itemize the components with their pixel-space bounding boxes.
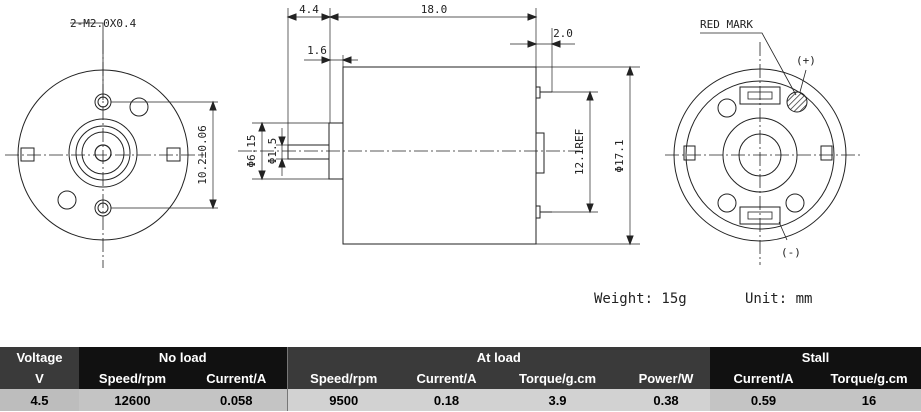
column-header: Power/W bbox=[622, 368, 711, 389]
motor-drawing: 2-M2.0X0.4 10.2±0.06 bbox=[5, 3, 860, 307]
table-cell: 4.5 bbox=[0, 389, 79, 411]
dim-terminal-length: 2.0 bbox=[553, 27, 573, 40]
table-cell: 0.59 bbox=[710, 389, 818, 411]
voltage-group-header: Voltage bbox=[0, 347, 79, 368]
rear-view bbox=[665, 32, 860, 265]
dim-boss-length: 1.6 bbox=[307, 44, 327, 57]
at-load-group-header: At load bbox=[286, 347, 711, 368]
side-rear-cap bbox=[535, 132, 545, 174]
side-view bbox=[238, 8, 640, 246]
side-motor-body bbox=[342, 66, 537, 245]
front-tab-right bbox=[166, 147, 181, 162]
rear-vent-hole bbox=[785, 193, 805, 213]
column-header: Current/A bbox=[400, 368, 494, 389]
column-header: Speed/rpm bbox=[79, 368, 186, 389]
dim-boss-diameter: Φ6.15 bbox=[245, 134, 258, 167]
weight-note: Weight: 15g bbox=[594, 291, 687, 307]
dim-ref: 12.1REF bbox=[573, 129, 586, 175]
unit-note: Unit: mm bbox=[745, 291, 812, 307]
rear-tab-left bbox=[683, 145, 696, 161]
front-vent-hole bbox=[57, 190, 77, 210]
rear-vent-hole bbox=[717, 193, 737, 213]
negative-terminal-label: (-) bbox=[781, 246, 801, 259]
side-shaft bbox=[287, 144, 330, 160]
stall-group-header: Stall bbox=[710, 347, 921, 368]
column-header: Current/A bbox=[710, 368, 818, 389]
front-vent-hole bbox=[129, 97, 149, 117]
rear-tab-right bbox=[820, 145, 833, 161]
dim-body-diameter: Φ17.1 bbox=[613, 139, 626, 172]
rear-body-circle bbox=[673, 68, 847, 242]
hole-spacing-dim: 10.2±0.06 bbox=[196, 125, 209, 185]
table-cell: 12600 bbox=[79, 389, 186, 411]
dim-shaft-diameter: Φ1.5 bbox=[266, 138, 279, 165]
dim-body-length: 18.0 bbox=[421, 3, 448, 16]
hole-callout: 2-M2.0X0.4 bbox=[70, 17, 137, 30]
column-header: Current/A bbox=[186, 368, 288, 389]
column-header: Speed/rpm bbox=[286, 368, 401, 389]
column-header: Torque/g.cm bbox=[817, 368, 921, 389]
table-cell: 0.18 bbox=[400, 389, 494, 411]
voltage-unit-header: V bbox=[0, 368, 79, 389]
front-view bbox=[5, 22, 218, 268]
rear-terminal-bottom bbox=[739, 206, 781, 225]
front-tab-left bbox=[20, 147, 35, 162]
front-boss bbox=[68, 118, 138, 188]
rear-end-cap bbox=[685, 80, 835, 230]
red-mark-label: RED MARK bbox=[700, 18, 753, 31]
rear-terminal-top bbox=[739, 86, 781, 105]
rear-vent-hole bbox=[717, 98, 737, 118]
side-terminal-bottom bbox=[536, 205, 541, 219]
table-cell: 3.9 bbox=[493, 389, 623, 411]
table-cell: 9500 bbox=[286, 389, 401, 411]
front-shaft bbox=[94, 144, 112, 162]
red-mark-dot bbox=[786, 91, 808, 113]
side-terminal-top bbox=[536, 86, 541, 99]
motor-spec-table: Voltage No load At load Stall V Speed/rp… bbox=[0, 347, 921, 411]
table-cell: 0.058 bbox=[186, 389, 288, 411]
positive-terminal-label: (+) bbox=[796, 54, 816, 67]
table-cell: 16 bbox=[817, 389, 921, 411]
dim-shaft-extension: 4.4 bbox=[299, 3, 319, 16]
table-cell: 0.38 bbox=[622, 389, 711, 411]
table-row: 4.5 12600 0.058 9500 0.18 3.9 0.38 0.59 … bbox=[0, 389, 921, 411]
column-header: Torque/g.cm bbox=[493, 368, 623, 389]
no-load-group-header: No load bbox=[79, 347, 288, 368]
rear-center-boss bbox=[722, 117, 798, 193]
